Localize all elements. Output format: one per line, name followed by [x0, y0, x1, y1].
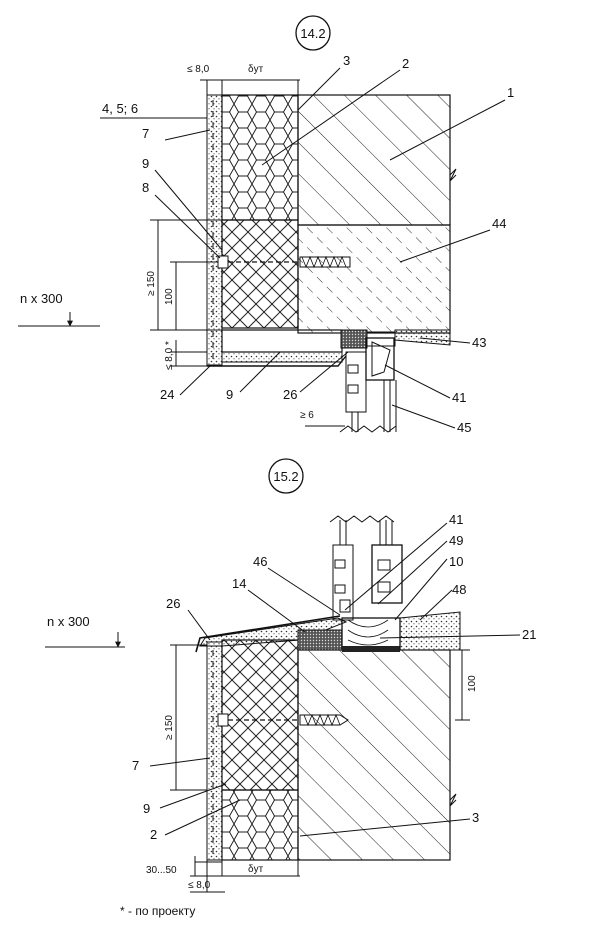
label-7-15: 7 — [132, 758, 139, 773]
window-frame — [339, 329, 397, 433]
label-9-15: 9 — [143, 801, 150, 816]
label-9a: 9 — [142, 156, 149, 171]
label-4-5-6: 4, 5; 6 — [102, 101, 138, 116]
insulation-slab — [221, 94, 299, 221]
label-14: 14 — [232, 576, 246, 591]
label-26: 26 — [283, 387, 297, 402]
label-44: 44 — [492, 216, 506, 231]
dim-100: 100 — [164, 288, 175, 305]
label-41: 41 — [452, 390, 466, 405]
label-2: 2 — [402, 56, 409, 71]
label-46: 46 — [253, 554, 267, 569]
structural-wall — [297, 94, 451, 226]
section-bubble-14-2 — [295, 15, 331, 51]
render-layer-15 — [206, 641, 223, 861]
anchor-dowel — [217, 255, 351, 269]
internal-slope — [394, 329, 451, 346]
label-8: 8 — [142, 180, 149, 195]
label-21: 21 — [522, 627, 536, 642]
sealant-14 — [297, 629, 343, 651]
dim-delta-15: δут — [248, 864, 264, 875]
anchor-dowel-15 — [217, 713, 349, 727]
label-10: 10 — [449, 554, 463, 569]
section-id-15-2: 15.2 — [273, 469, 298, 484]
dim-top-le8: ≤ 8,0 — [187, 64, 210, 75]
label-2-15: 2 — [150, 827, 157, 842]
dim-ge150-15: ≥ 150 — [164, 715, 175, 740]
firebreak-insulation — [221, 219, 299, 329]
dim-delta: δут — [248, 64, 264, 75]
dim-ge6: ≥ 6 — [300, 410, 314, 421]
level-mark-14: n x 300 — [20, 291, 63, 306]
firebreak-insulation-15 — [221, 639, 299, 791]
section-id-14-2: 14.2 — [300, 26, 325, 41]
detail-15-2: 15.2 — [45, 458, 536, 893]
window-sill-board — [399, 611, 461, 651]
dim-30-50: 30...50 — [146, 865, 177, 876]
structural-wall-15 — [297, 649, 451, 861]
label-26-15: 26 — [166, 596, 180, 611]
window-frame-15 — [329, 515, 403, 652]
label-3-15: 3 — [472, 810, 479, 825]
soffit-render — [221, 351, 343, 363]
level-mark-15: n x 300 — [47, 614, 90, 629]
label-3: 3 — [343, 53, 350, 68]
detail-14-2: 14.2 — [18, 15, 514, 435]
label-45: 45 — [457, 420, 471, 435]
dim-le8-star: ≤ 8,0 * — [164, 341, 175, 370]
label-1: 1 — [507, 85, 514, 100]
lintel-concrete — [297, 224, 451, 334]
label-43: 43 — [472, 335, 486, 350]
label-41-15: 41 — [449, 512, 463, 527]
label-9b: 9 — [226, 387, 233, 402]
label-7: 7 — [142, 126, 149, 141]
footnote: * - по проекту — [120, 904, 196, 918]
label-48: 48 — [452, 582, 466, 597]
drip-profile — [207, 355, 347, 367]
dim-ge150: ≥ 150 — [146, 271, 157, 296]
dim-le8-15: ≤ 8,0 — [188, 880, 211, 891]
dim-100-15: 100 — [467, 675, 478, 692]
label-24: 24 — [160, 387, 174, 402]
label-49: 49 — [449, 533, 463, 548]
render-layer — [206, 94, 223, 366]
insulation-slab-15 — [221, 789, 299, 861]
section-bubble-15-2 — [268, 458, 304, 494]
